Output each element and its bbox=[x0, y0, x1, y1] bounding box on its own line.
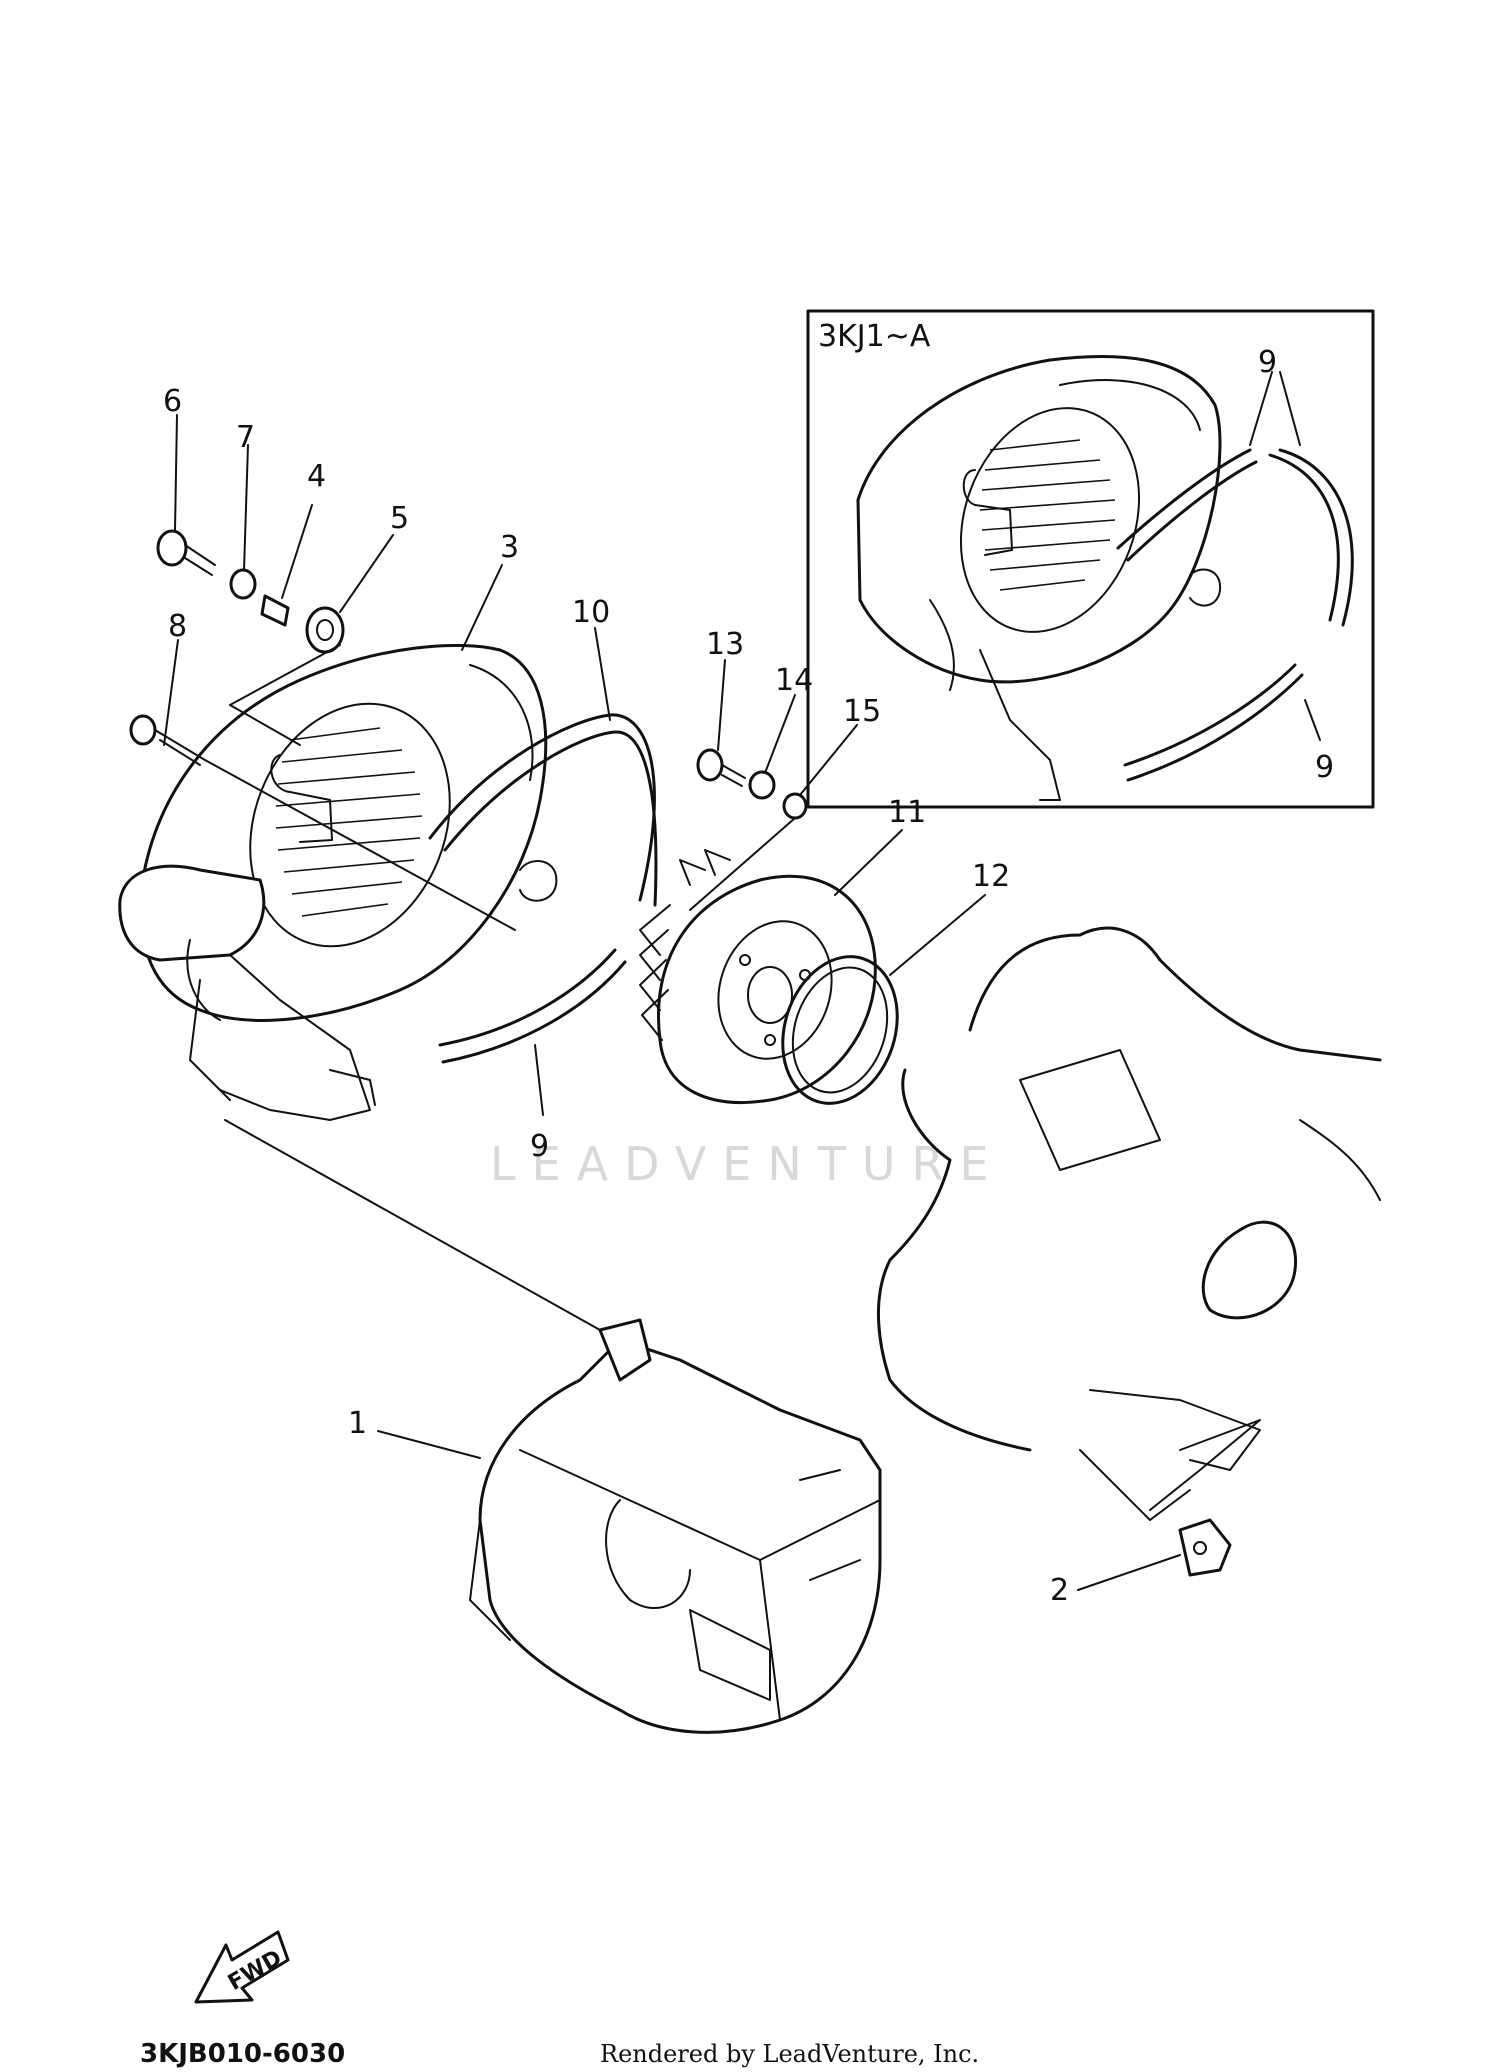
rendered-by-credit: Rendered by LeadVenture, Inc. bbox=[600, 2040, 979, 2068]
hose-part-10 bbox=[428, 713, 656, 902]
cooling-fan-part-11 bbox=[639, 849, 877, 1104]
fan-bolts-group bbox=[689, 748, 808, 911]
callout-4: 4 bbox=[307, 459, 326, 494]
callout-9: 9 bbox=[530, 1129, 549, 1164]
hose-part-9 bbox=[438, 948, 617, 1047]
grommet-part-2 bbox=[1149, 1489, 1232, 1577]
callout-7: 7 bbox=[236, 420, 255, 455]
forward-direction-badge: FWD bbox=[194, 1930, 290, 2004]
callout-15: 15 bbox=[843, 694, 881, 729]
callout-1: 1 bbox=[348, 1406, 367, 1441]
callout-12: 12 bbox=[972, 859, 1010, 894]
callout-14: 14 bbox=[775, 663, 813, 698]
watermark-text: LEADVENTURE bbox=[490, 1137, 1005, 1191]
callout-13: 13 bbox=[706, 627, 744, 662]
callout-11: 11 bbox=[888, 795, 926, 830]
callout-2: 2 bbox=[1050, 1573, 1069, 1608]
o-ring-part-12 bbox=[781, 955, 899, 1105]
inset-label: 3KJ1~A bbox=[818, 319, 931, 354]
inset-variant-box: 3KJ1~A 9 9 bbox=[806, 309, 1375, 809]
callout-labels: 1 2 3 4 5 6 7 8 9 10 11 12 13 14 15 bbox=[163, 384, 1181, 1608]
callout-3: 3 bbox=[500, 530, 519, 565]
callout-10: 10 bbox=[572, 595, 610, 630]
callout-5: 5 bbox=[390, 501, 409, 536]
inset-callout-9-bottom: 9 bbox=[1315, 750, 1334, 785]
diagram-code: 3KJB010-6030 bbox=[140, 2039, 345, 2069]
engine-outline bbox=[876, 926, 1382, 1511]
callout-6: 6 bbox=[163, 384, 182, 419]
inset-callout-9-top: 9 bbox=[1258, 345, 1277, 380]
air-shroud-part-1 bbox=[469, 1318, 882, 1734]
callout-8: 8 bbox=[168, 609, 187, 644]
